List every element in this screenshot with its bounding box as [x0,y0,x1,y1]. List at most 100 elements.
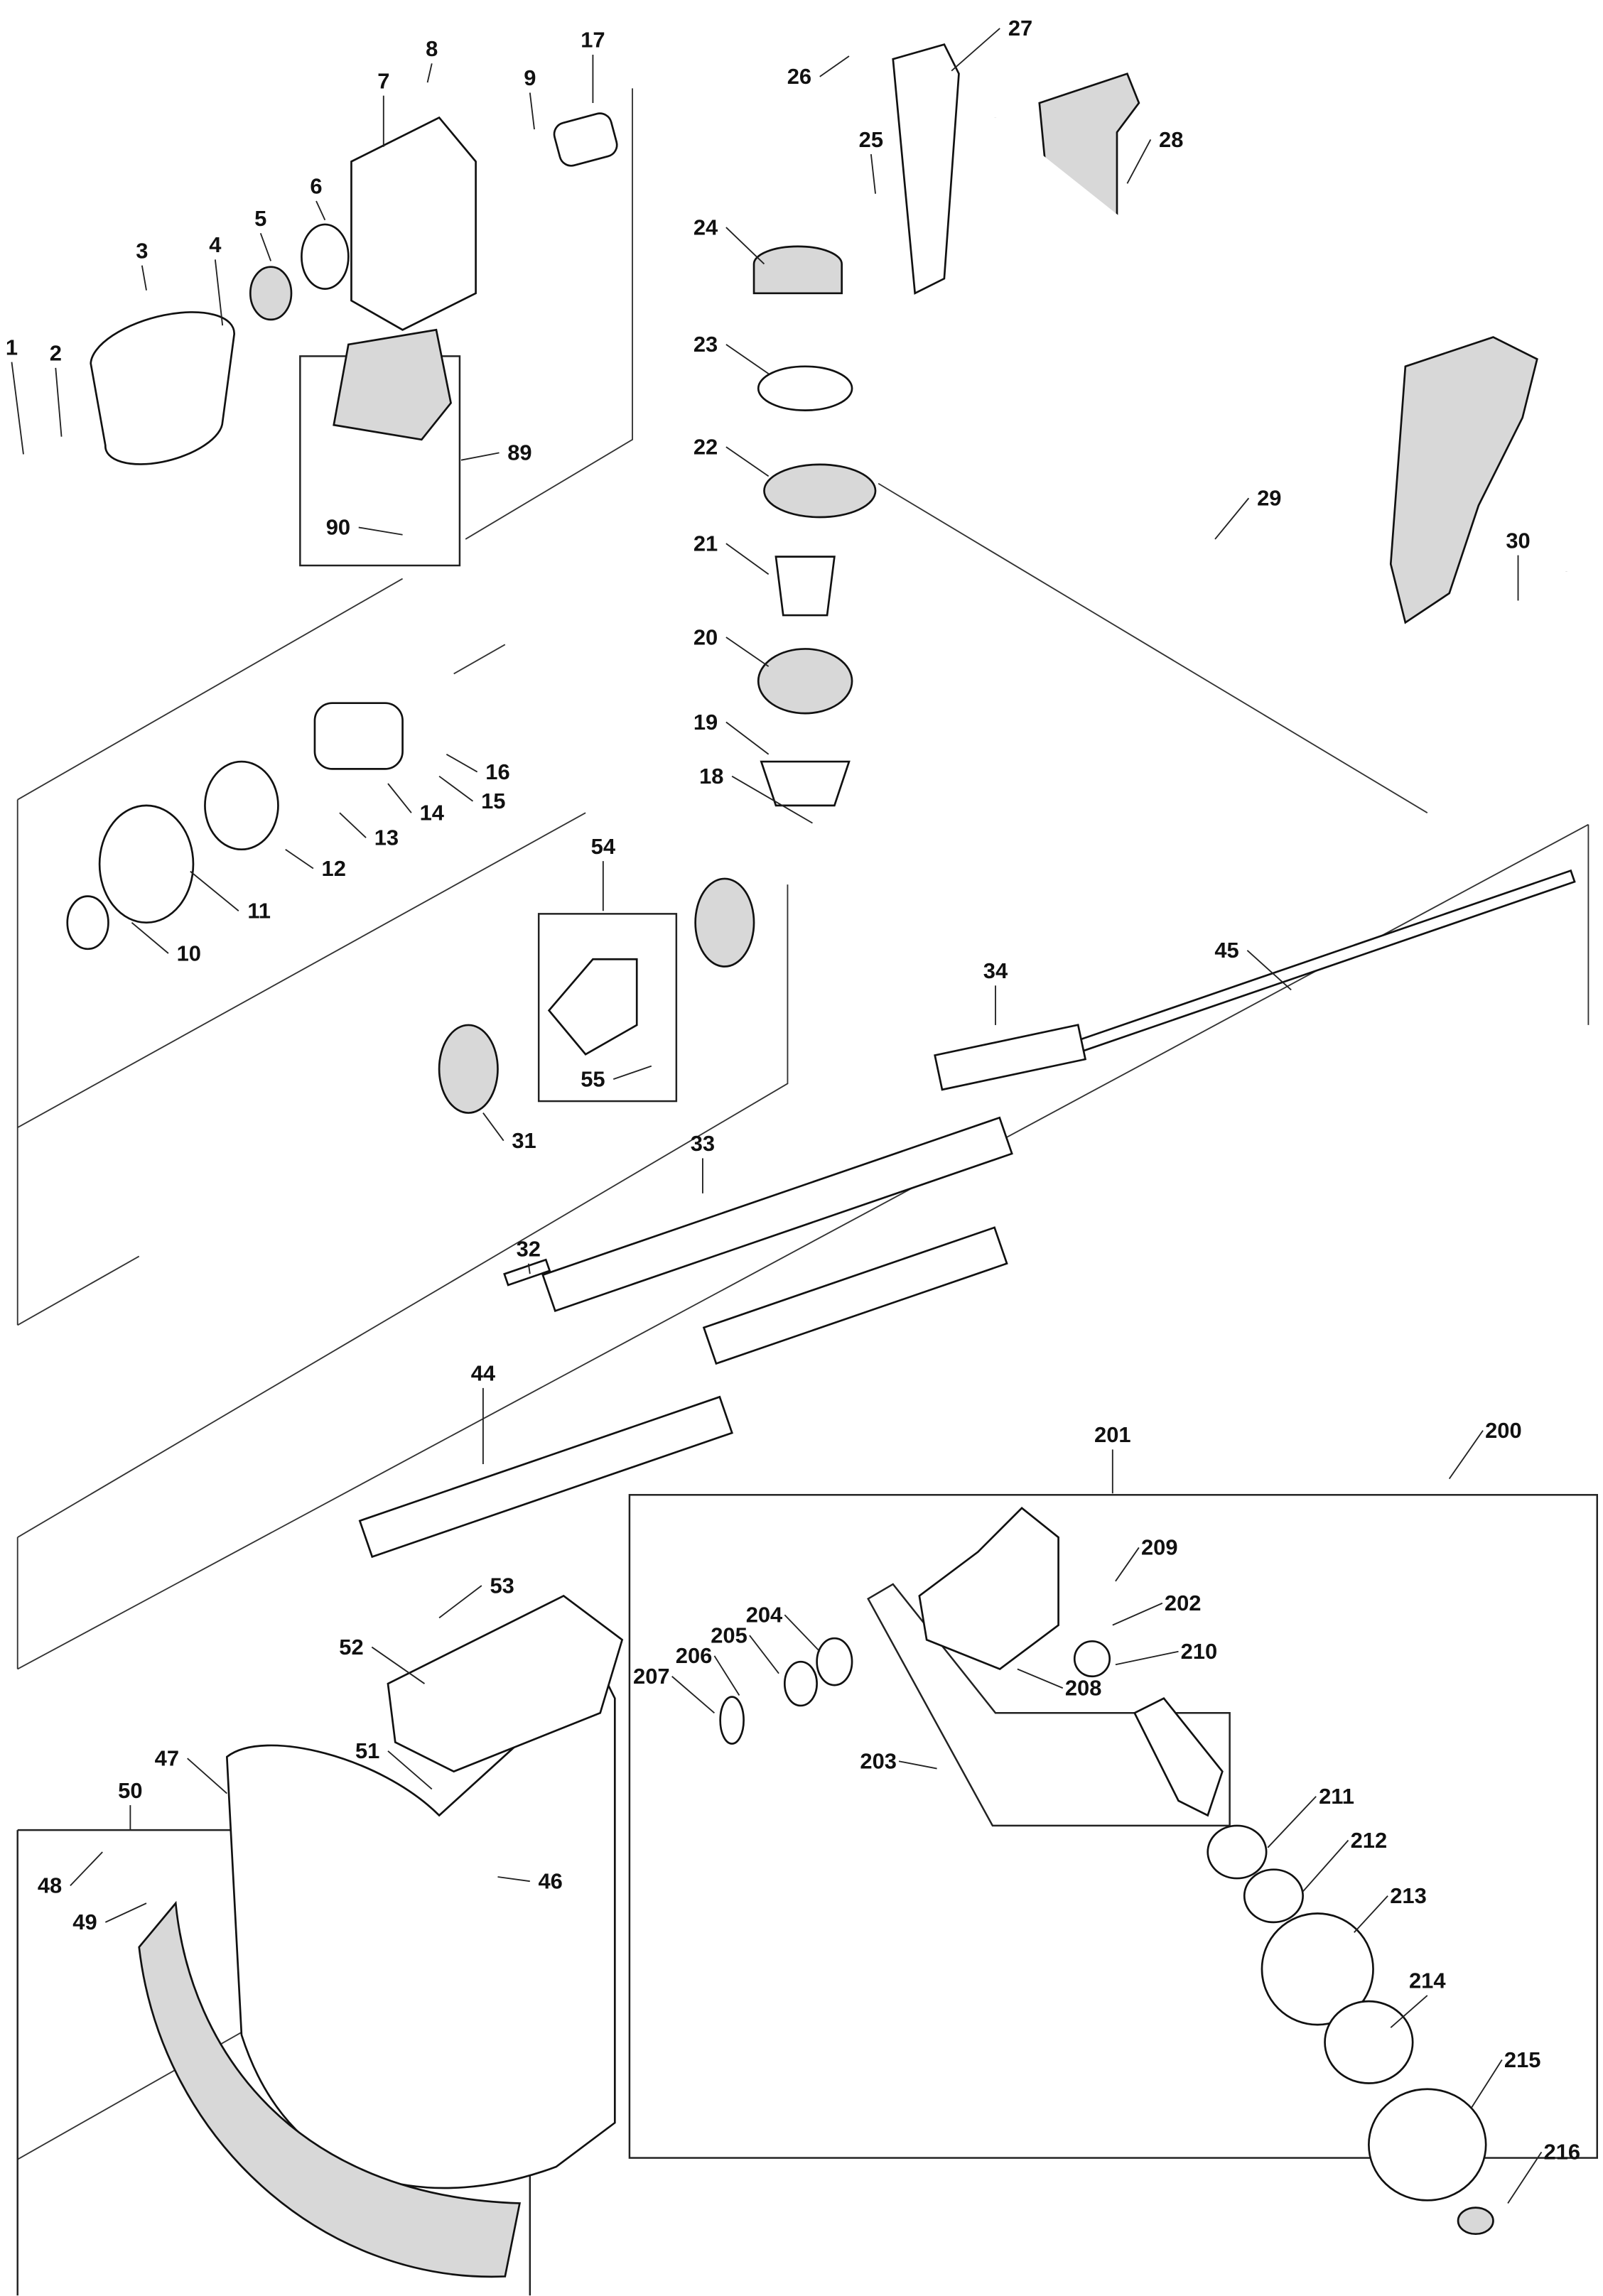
part-label-19: 19 [693,710,718,735]
part-label-6: 6 [310,174,322,199]
label-34 [934,1024,1087,1091]
part-label-201: 201 [1094,1422,1131,1447]
leader-line [671,1676,716,1713]
leader-line [131,922,169,954]
leader-line [784,1614,821,1652]
leader-line [819,55,850,77]
part-label-20: 20 [693,624,718,649]
leader-line [187,1758,227,1794]
throttle-handle [1389,336,1538,624]
leader-line [1214,497,1250,540]
leader-line [1115,1547,1140,1582]
part-label-214: 214 [1409,1969,1446,1993]
part-label-8: 8 [426,36,438,61]
leader-line [482,1112,504,1142]
leader-line [870,153,876,194]
cover-89 [333,328,452,441]
leader-line [898,1760,937,1770]
part-label-5: 5 [254,206,266,231]
leader-line [612,1065,652,1081]
leader-line [725,721,770,755]
part-label-206: 206 [676,1643,713,1668]
part-label-45: 45 [1214,938,1238,963]
leader-line [285,848,314,870]
tube-44 [358,1395,733,1559]
part-label-34: 34 [983,958,1008,983]
part-label-16: 16 [485,759,509,784]
part-label-212: 212 [1351,1828,1388,1853]
part-label-1: 1 [6,335,18,359]
part-label-4: 4 [209,232,222,257]
leader-line [1115,1650,1179,1666]
part-label-31: 31 [512,1128,536,1153]
part-label-30: 30 [1506,528,1530,553]
leader-line [725,227,765,265]
leader-line [713,1655,740,1696]
leader-line [315,200,326,221]
part-label-23: 23 [693,332,718,357]
leader-line [529,92,535,130]
leader-line [104,1902,147,1923]
part-label-204: 204 [746,1603,783,1628]
gear-housing [918,1507,1059,1670]
part-label-29: 29 [1257,486,1281,511]
part-label-2: 2 [50,341,62,366]
part-label-33: 33 [691,1131,715,1156]
leader-line [387,783,412,813]
leader-line [1112,1602,1163,1626]
part-label-9: 9 [524,65,536,90]
part-label-205: 205 [711,1623,747,1647]
part-label-48: 48 [38,1873,62,1898]
part-label-15: 15 [481,789,505,813]
leader-line [749,1635,779,1674]
leader-line [1246,950,1292,991]
box-group-201 [628,1494,1598,2159]
part-label-51: 51 [355,1738,379,1763]
part-label-32: 32 [517,1236,541,1261]
part-label-54: 54 [591,834,616,859]
part-label-55: 55 [581,1066,605,1091]
leader-line [214,259,224,326]
part-label-208: 208 [1065,1676,1102,1701]
parts [66,43,1576,2278]
leader-line [1448,1430,1484,1480]
cover-52 [387,1594,624,1773]
clutch-drum [90,311,235,465]
leader-line [725,344,770,374]
leader-line [70,1851,103,1887]
part-label-200: 200 [1485,1418,1522,1443]
leader-line [1354,1895,1388,1933]
leader-line [1267,1796,1317,1848]
leader-line [339,812,367,838]
leader-line [446,753,478,773]
leader-line [1507,2151,1543,2204]
leader-line [1017,1668,1064,1689]
part-label-52: 52 [339,1635,363,1659]
part-label-46: 46 [538,1868,562,1893]
leader-line [725,637,770,667]
part-label-17: 17 [581,28,605,53]
box-group-203 [867,1583,1231,1827]
part-label-47: 47 [155,1745,179,1770]
part-label-207: 207 [633,1664,670,1689]
leader-line [1390,1995,1428,2028]
tube-44b [702,1226,1008,1365]
leader-line [725,446,770,477]
leader-line [55,367,63,437]
part-label-49: 49 [72,1910,97,1934]
part-label-27: 27 [1008,16,1032,40]
part-label-215: 215 [1504,2047,1541,2072]
leader-line [11,362,24,455]
part-label-216: 216 [1544,2140,1581,2165]
part-label-28: 28 [1159,127,1183,152]
part-label-210: 210 [1181,1639,1218,1664]
part-label-10: 10 [177,941,201,965]
part-label-7: 7 [377,68,389,93]
leader-line [1126,139,1152,184]
part-label-12: 12 [322,856,346,881]
part-label-213: 213 [1390,1883,1427,1908]
part-label-14: 14 [420,800,445,825]
part-label-11: 11 [247,899,271,924]
part-label-202: 202 [1165,1591,1202,1615]
part-label-53: 53 [490,1573,514,1598]
